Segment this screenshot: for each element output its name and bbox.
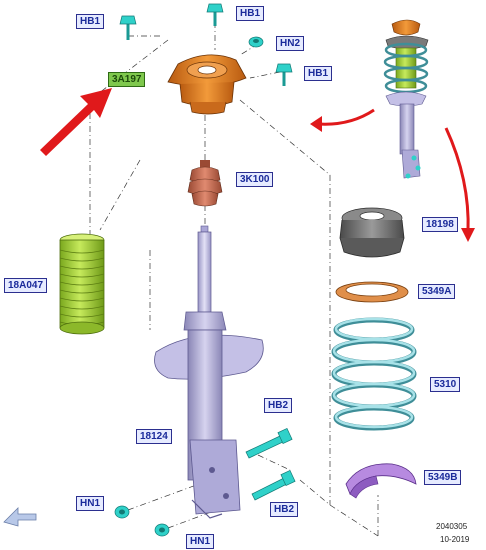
label-hn1-bottom: HN1 [186, 534, 215, 549]
arrow-down-left-icon[interactable] [3, 507, 37, 527]
lower-spring-insulator [345, 463, 417, 499]
label-hb1-top-mid: HB1 [236, 6, 265, 21]
label-top-mount: 3A197 [108, 72, 146, 87]
red-pointer-arrow [40, 88, 112, 156]
fastener-nut-hn1-bottom [154, 523, 170, 537]
fastener-nut-hn1-left [114, 505, 130, 519]
label-hb2-lower: HB2 [270, 502, 299, 517]
label-dust-boot: 18A047 [4, 278, 48, 293]
assembled-strut-thumbnail [383, 19, 429, 179]
red-curved-arrows [317, 108, 470, 233]
label-bump-stop: 3K100 [236, 172, 274, 187]
label-strut: 18124 [136, 429, 172, 444]
bump-stop [187, 160, 223, 207]
label-hb2-upper: HB2 [264, 398, 293, 413]
fastener-bolt-hb1-left [119, 15, 137, 40]
label-hb1-top-left: HB1 [76, 14, 105, 29]
fastener-bolt-hb1-right [275, 63, 293, 86]
label-upper-insulator: 5349A [418, 284, 456, 299]
label-hn2: HN2 [276, 36, 305, 51]
label-lower-insulator: 5349B [424, 470, 462, 485]
fastener-bolt-hb2-lower [251, 469, 296, 501]
coil-spring-highlight [332, 317, 416, 429]
label-hn1-left: HN1 [76, 496, 105, 511]
label-hb1-right: HB1 [304, 66, 333, 81]
fastener-bolt-hb2-upper [245, 427, 293, 459]
fastener-bolt-hb1-mid [206, 3, 224, 26]
dust-boot [59, 233, 105, 335]
label-spring: 5310 [430, 377, 461, 392]
label-upper-seat: 18198 [422, 217, 458, 232]
upper-spring-seat [339, 207, 405, 258]
strut-assembly [154, 225, 264, 519]
diagram-date: 10-2019 [440, 535, 470, 544]
upper-spring-insulator [335, 281, 409, 303]
fastener-nut-hn2 [248, 36, 264, 48]
top-mount [167, 54, 247, 115]
diagram-code: 2040305 [436, 522, 468, 531]
